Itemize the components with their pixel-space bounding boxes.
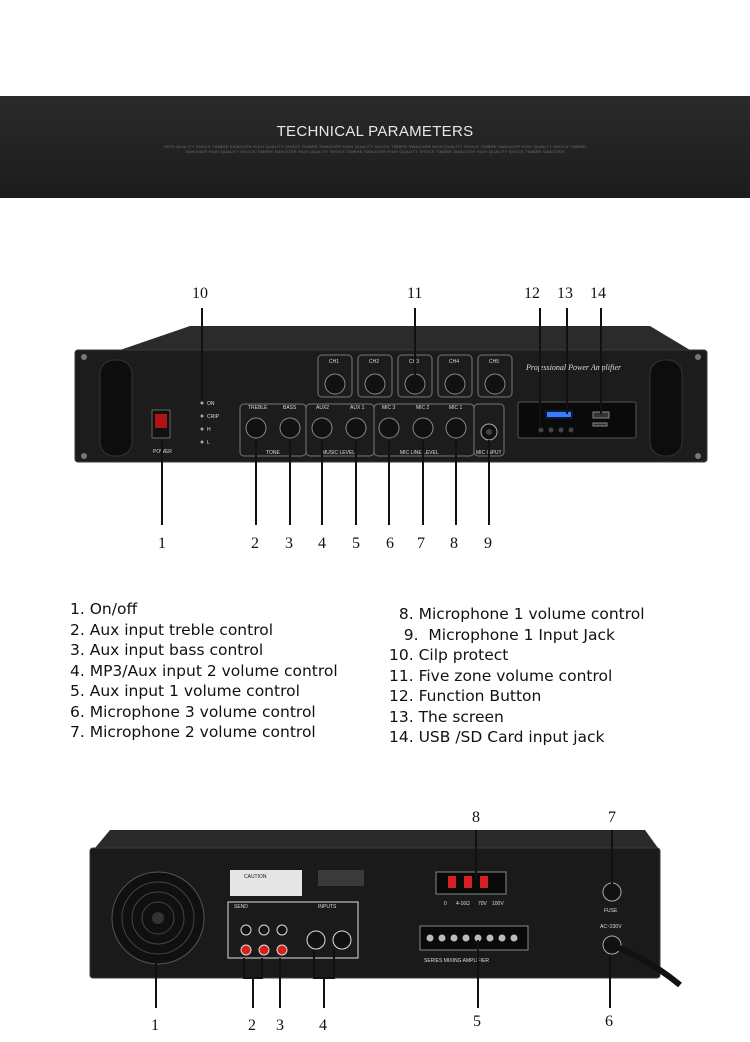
list-item: 9. Microphone 1 Input Jack [389,625,615,644]
rear-callout-2: 2 [248,1017,256,1034]
svg-text:70V: 70V [478,901,488,907]
input-block [227,901,359,959]
svg-text:AC~230V: AC~230V [600,924,622,930]
svg-text:BASS: BASS [283,405,297,411]
list-item: 6. Microphone 3 volume control [70,702,316,721]
list-item: 3. Aux input bass control [70,641,264,659]
callout-9: 9 [484,535,492,552]
list-item: 8. Microphone 1 volume control [389,605,645,623]
svg-text:SEND: SEND [234,904,248,910]
fuse-holder [602,882,622,902]
callout-7: 7 [417,535,425,552]
amplifier-rear: CAUTION SEND INPUTS 0 4-16Ω 70V 100V SER… [89,830,682,988]
description-list-right: 8. Microphone 1 volume control 9. Microp… [389,604,645,748]
callout-2: 2 [251,535,259,552]
list-item: 10. Cilp protect [389,646,509,664]
svg-text:0: 0 [444,901,447,907]
rear-callout-1: 1 [151,1017,159,1034]
callout-11: 11 [407,285,422,302]
svg-text:L: L [207,440,210,446]
list-item: 14. USB /SD Card input jack [389,728,605,746]
zone-knobs: CH1 CH2 CH3 CH4 CH5 [317,354,513,398]
list-item: 7. Microphone 2 volume control [70,723,316,741]
description-list-left: 1. On/off 2. Aux input treble control 3.… [70,599,338,743]
list-item: 11. Five zone volume control [389,666,613,685]
svg-text:CH5: CH5 [489,359,499,365]
svg-text:CH4: CH4 [449,359,459,365]
svg-text:MIC LINE LEVEL: MIC LINE LEVEL [400,450,439,456]
callout-5: 5 [352,535,360,552]
svg-text:CAUTION: CAUTION [244,874,267,880]
svg-text:MUSIC LEVEL: MUSIC LEVEL [322,450,355,456]
rear-callout-7: 7 [608,809,616,826]
callout-3: 3 [285,535,293,552]
svg-text:CH2: CH2 [369,359,379,365]
callout-6: 6 [386,535,394,552]
brand-label: Professional Power Amplifier [525,363,622,372]
banner-title: TECHNICAL PARAMETERS [276,123,474,140]
svg-text:TREBLE: TREBLE [248,405,268,411]
svg-text:CRIP: CRIP [207,414,220,420]
svg-text:SERIES MIXING AMPLIFIER: SERIES MIXING AMPLIFIER [424,958,489,964]
callout-lines-bottom [161,440,490,525]
rear-callout-lines [155,830,613,1008]
callout-12: 12 [524,285,540,302]
list-item: 5. Aux input 1 volume control [70,682,300,700]
svg-text:ON: ON [207,401,215,407]
svg-text:H: H [207,427,211,433]
callout-1: 1 [158,535,166,552]
speaker-terminals [419,925,529,951]
amplifier-front: POWER ON CRIP H L CH1 CH2 CH3 CH4 CH5 [74,326,708,463]
rear-callout-6: 6 [605,1013,613,1030]
svg-text:MIC 2: MIC 2 [416,405,430,411]
svg-text:100V: 100V [492,901,504,907]
svg-text:4-16Ω: 4-16Ω [456,901,470,907]
list-item: 1. On/off [70,600,138,618]
list-item: 4. MP3/Aux input 2 volume control [70,661,338,680]
callout-lines-top [201,308,602,428]
svg-text:FUSE: FUSE [604,908,618,914]
rear-callout-8: 8 [472,809,480,826]
svg-text:AUX 1: AUX 1 [350,405,365,411]
front-panel-diagram: 10 11 12 13 14 POWER ON CRIP H L [74,285,708,552]
indicator-leds: ON CRIP H L [200,401,220,446]
list-item: 2. Aux input treble control [70,620,274,639]
input-knobs: TREBLE BASS AUX2 AUX 1 MIC 3 MIC 2 MIC 1… [239,403,505,457]
rear-callout-5: 5 [473,1013,481,1030]
list-item: 13. The screen [389,707,504,726]
function-button [538,427,544,433]
callout-14: 14 [590,285,606,302]
rear-callout-4: 4 [319,1017,327,1034]
callout-10: 10 [192,285,208,302]
svg-text:CH1: CH1 [329,359,339,365]
svg-text:MIC 1: MIC 1 [449,405,463,411]
svg-text:AUX2: AUX2 [316,405,329,411]
callout-13: 13 [557,285,573,302]
svg-text:INPUTS: INPUTS [318,904,337,910]
callout-4: 4 [318,535,326,552]
caution-label [230,870,302,896]
banner-subtitle: HIGH QUALITY SHOCK TIMBRE SWAGGER HIGH Q… [163,144,587,154]
list-item: 12. Function Button [389,687,542,705]
callout-8: 8 [450,535,458,552]
rear-callout-3: 3 [276,1017,284,1034]
svg-text:MIC 3: MIC 3 [382,405,396,411]
svg-text:TONE: TONE [266,450,280,456]
header-banner: TECHNICAL PARAMETERS HIGH QUALITY SHOCK … [0,96,750,198]
